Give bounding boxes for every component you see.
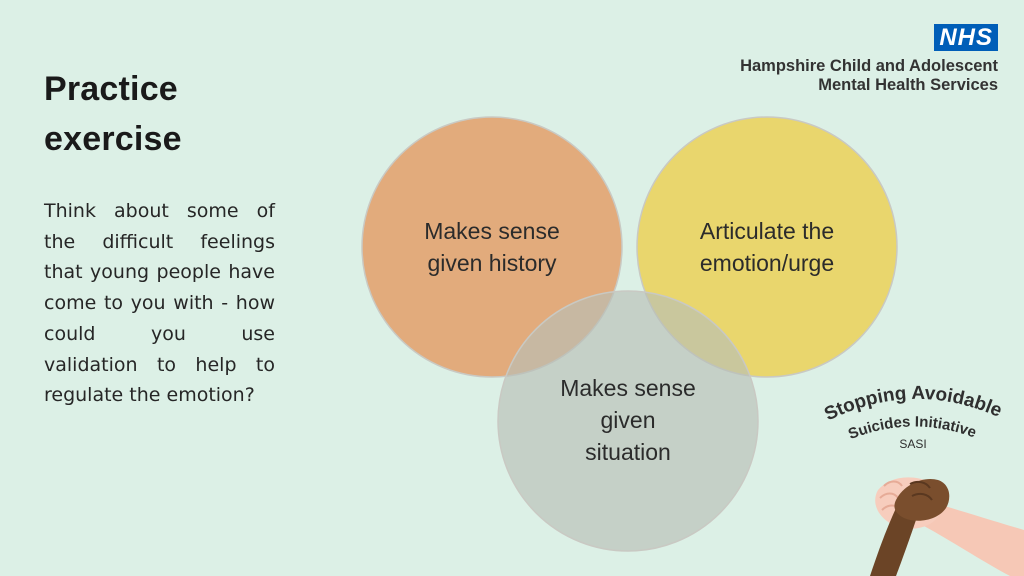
title-line-2: exercise <box>44 120 182 158</box>
sasi-logo: Stopping Avoidable Suicides Initiative S… <box>821 383 1024 576</box>
label-articulate: Articulate the emotion/urge <box>699 218 835 276</box>
label-situation: Makes sense given situation <box>560 375 696 465</box>
circle-articulate <box>636 116 898 378</box>
exercise-prompt: Think about some of the difficult feelin… <box>44 200 275 407</box>
label-history: Makes sense given history <box>424 218 560 276</box>
organisation-header: NHS Hampshire Child and Adolescent Menta… <box>698 24 998 95</box>
nhs-logo: NHS <box>934 24 998 51</box>
circle-situation <box>497 290 759 552</box>
org-name-line-2: Mental Health Services <box>818 76 998 94</box>
clasped-hands-icon <box>870 477 1024 576</box>
title-line-1: Practice <box>44 70 178 108</box>
org-name-line-1: Hampshire Child and Adolescent <box>740 57 998 75</box>
sasi-abbr: SASI <box>899 437 926 451</box>
page-title: Practice exercise <box>44 64 284 164</box>
